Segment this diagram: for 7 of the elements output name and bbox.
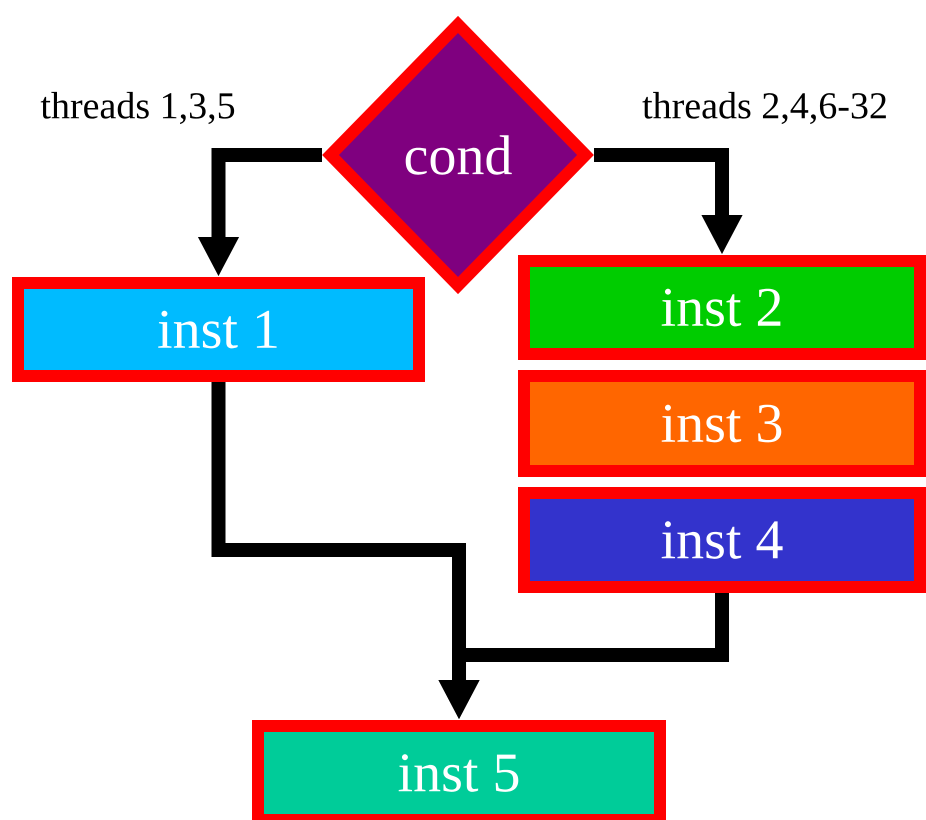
- process-box: inst 5: [252, 720, 666, 820]
- process-box: inst 2: [518, 255, 926, 360]
- edge-label: threads 1,3,5: [39, 90, 237, 126]
- process-box: inst 3: [518, 370, 926, 477]
- edge-label: threads 2,4,6-32: [641, 90, 889, 126]
- process-box: inst 4: [518, 487, 926, 593]
- process-box: inst 1: [12, 277, 425, 382]
